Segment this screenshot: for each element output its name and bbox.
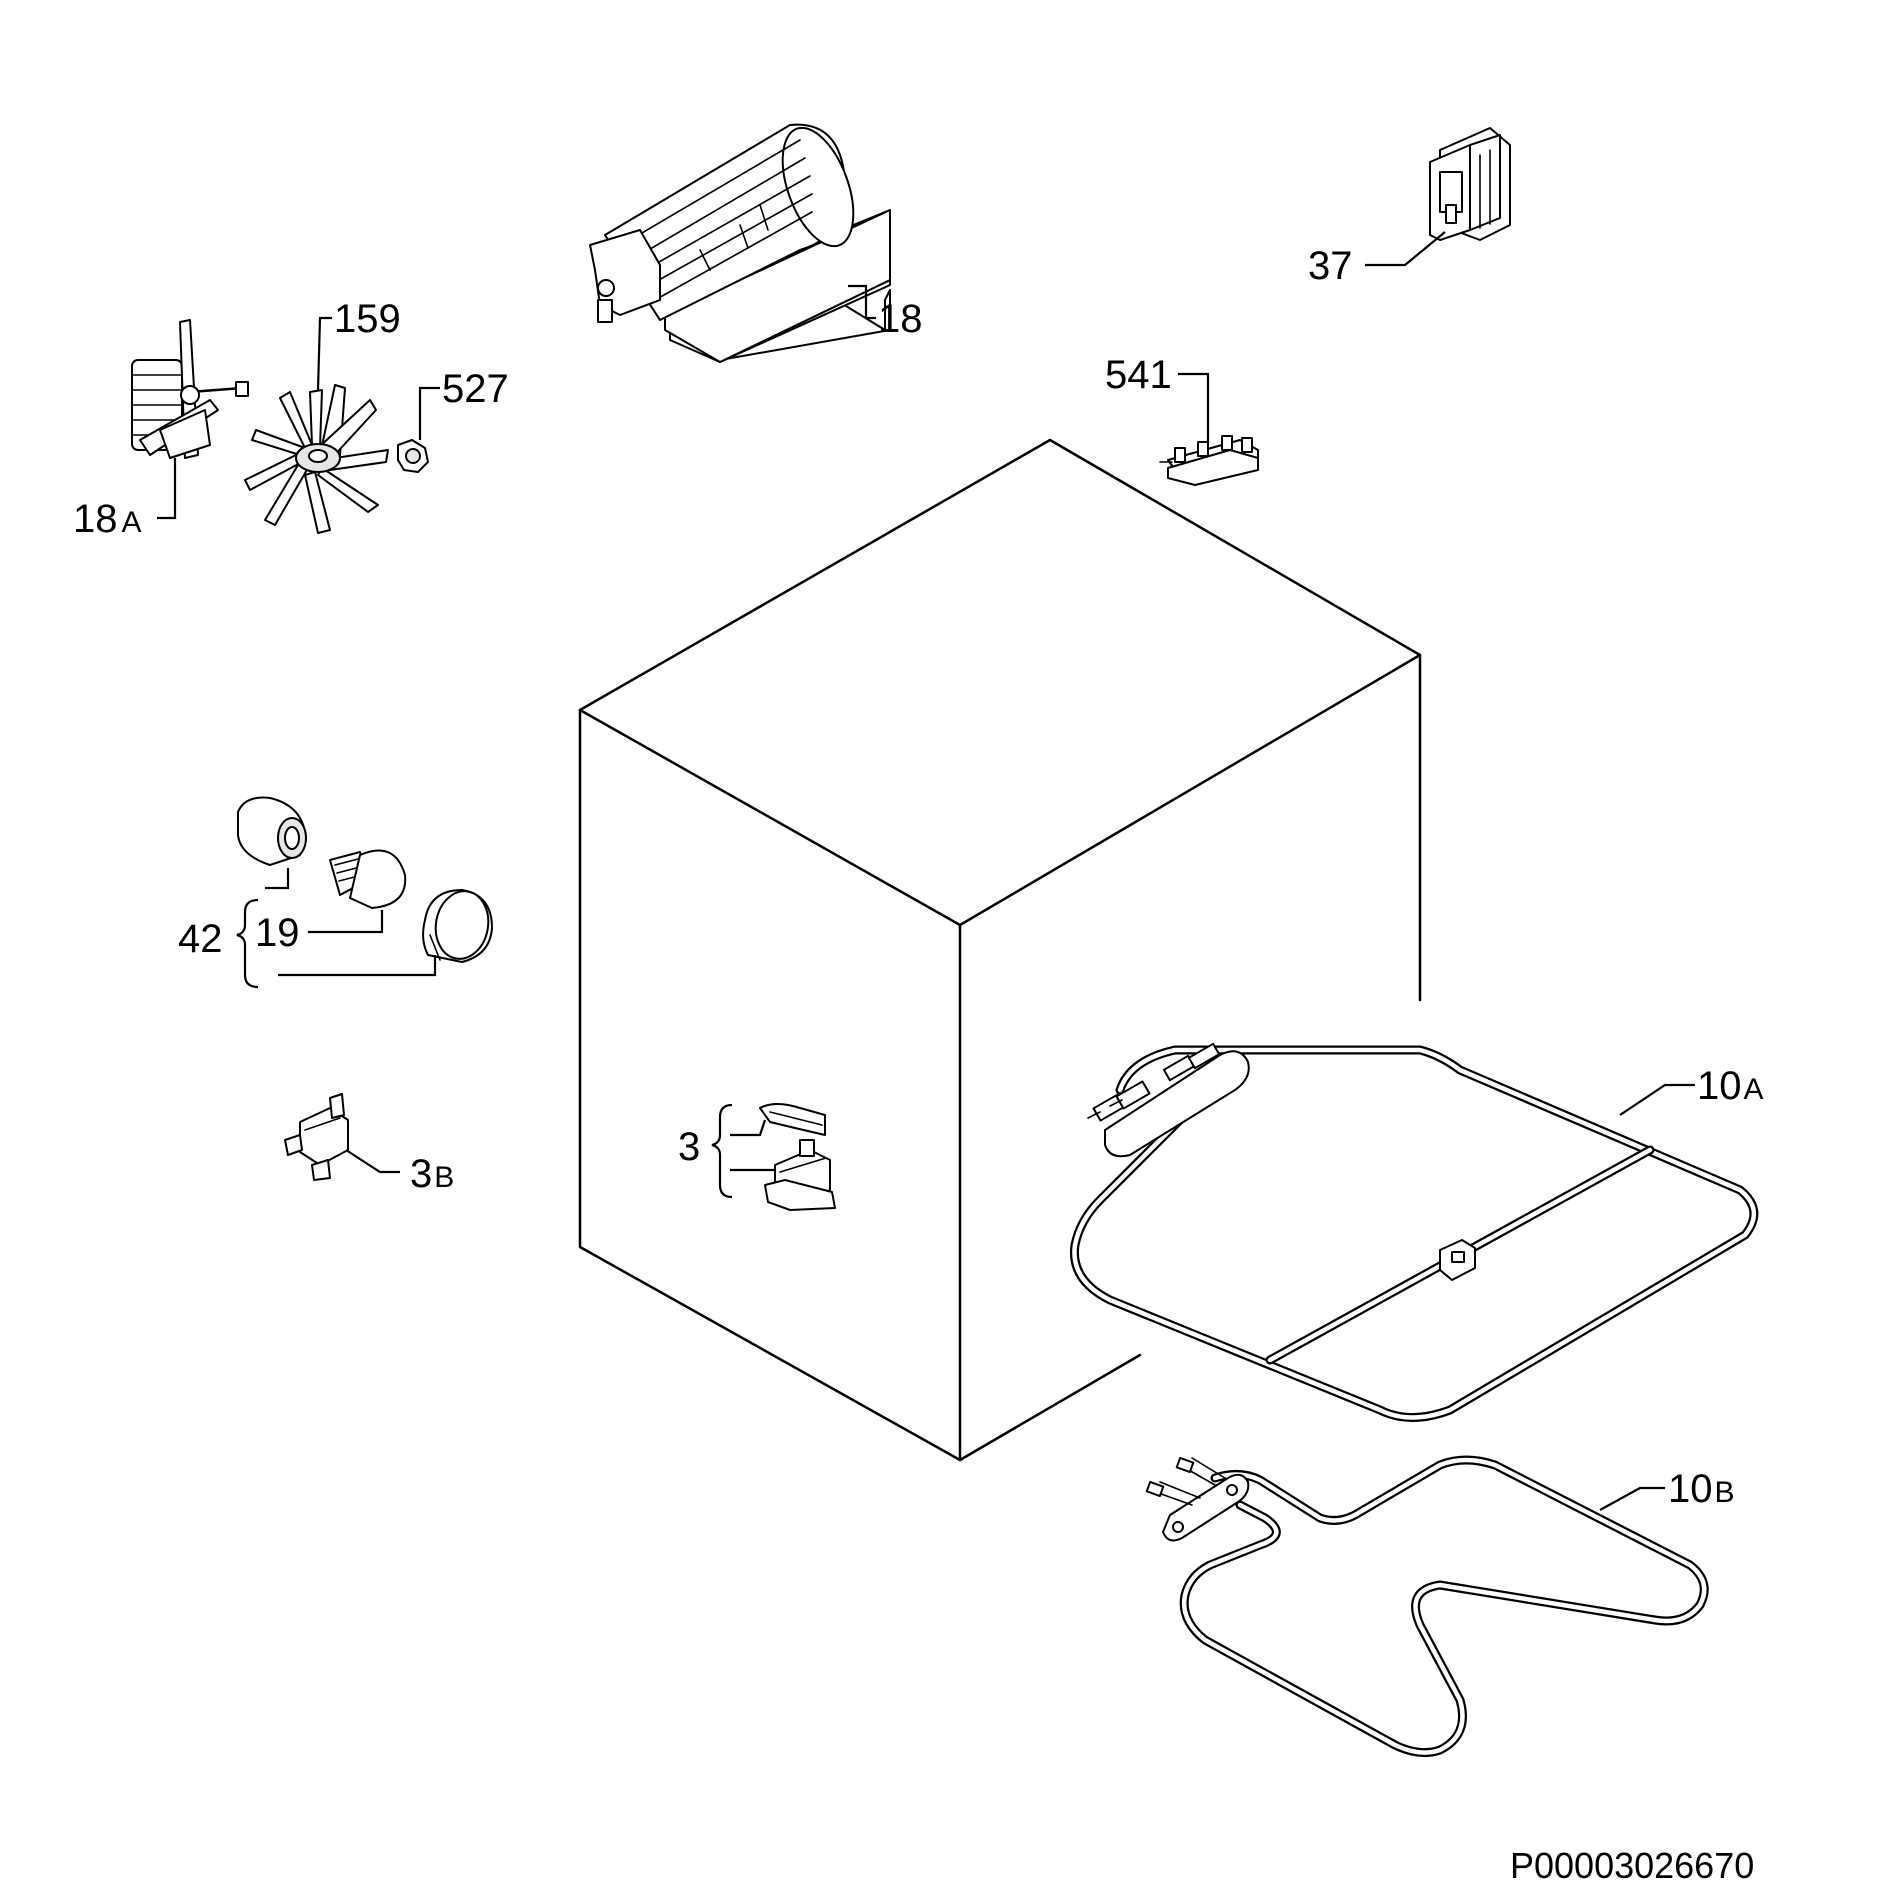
fan-nut-leader [418,386,440,440]
switch-leader [1365,231,1446,267]
tangential-fan-leader [848,284,876,320]
label-lower-element: 10B [1668,1467,1735,1511]
lamp-bulb-leader [308,910,384,934]
oven-cavity-box [578,438,1422,1462]
label-lamp-bulb: 19 [255,911,300,955]
label-tangential-fan: 18 [878,297,923,341]
lamp-bulb-part [329,849,407,909]
thermostat-set-brace [711,1103,733,1199]
lamp-glass-cover-part [422,889,493,963]
label-thermostat-set: 3 [678,1125,700,1169]
label-fan-blade: 159 [334,297,401,341]
label-upper-element: 10A [1697,1064,1764,1108]
fan-blade-leader [316,316,332,391]
terminal-block-part [1159,435,1259,486]
label-thermostat-3b: 3B [410,1152,454,1196]
fan-blade-part [244,384,389,534]
lamp-cover-leader [278,955,437,977]
label-fan-nut: 527 [442,367,509,411]
lamp-holder-leader [265,868,290,890]
switch-part [1429,127,1511,241]
fan-nut-part [397,439,429,473]
label-terminal-block: 541 [1105,353,1172,397]
thermostat-set-leader-a [730,1119,767,1137]
lamp-assembly-brace [236,898,259,989]
upper-element-part [1069,1042,1759,1422]
lower-element-leader [1599,1486,1665,1511]
thermostat-3b-leader [345,1149,400,1174]
thermostat-set-part [759,1103,836,1211]
label-switch: 37 [1308,244,1353,288]
thermostat-3b-part [284,1093,349,1181]
drawing-code: P00003026670 [1510,1845,1754,1886]
terminal-block-leader [1178,372,1210,445]
label-lamp-assembly: 42 [178,917,223,961]
tangential-fan-part [589,123,891,363]
fan-motor-part [131,319,249,459]
lamp-holder-part [237,796,307,866]
upper-element-leader [1619,1083,1695,1116]
lower-element-part [1145,1455,1709,1758]
fan-motor-leader [157,458,177,520]
